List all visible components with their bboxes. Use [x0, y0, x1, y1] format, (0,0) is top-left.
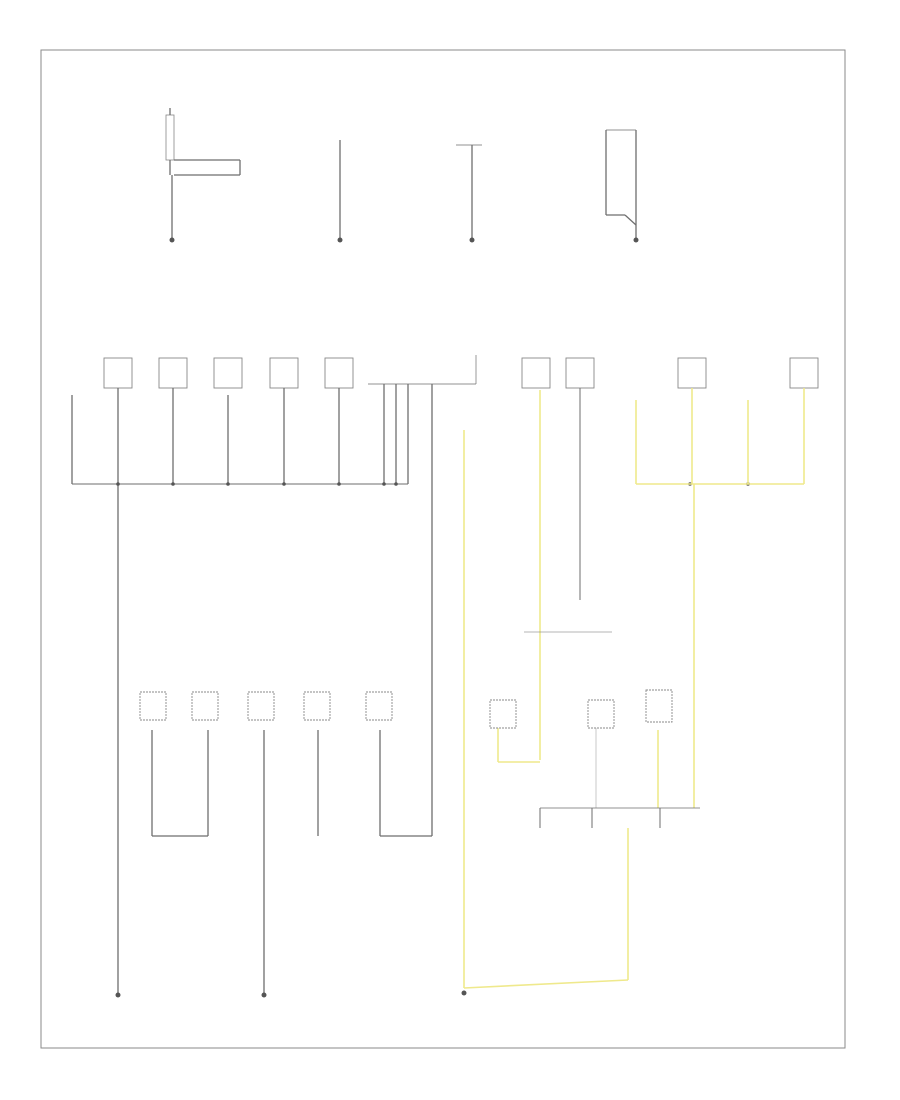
- component-box: [247, 691, 275, 721]
- component-box: [587, 699, 615, 729]
- component-box: [565, 357, 595, 389]
- bottom-ground-symbols: [115, 990, 467, 998]
- top-section: [165, 108, 637, 240]
- ground-symbol: [115, 992, 121, 998]
- component-box: [789, 357, 819, 389]
- ground-symbol: [261, 992, 267, 998]
- junction-dot: [382, 482, 386, 486]
- component-box: [303, 691, 331, 721]
- top-ground-symbols: [169, 237, 639, 243]
- junction-dot: [171, 482, 175, 486]
- junction-dot: [337, 482, 341, 486]
- junction-dot: [116, 482, 120, 486]
- junction-dot: [282, 482, 286, 486]
- component-box: [677, 357, 707, 389]
- component-box: [103, 357, 133, 389]
- mid-component-boxes: [103, 357, 819, 389]
- component-box: [365, 691, 393, 721]
- junction-dot: [394, 482, 398, 486]
- transaxle-component: [456, 144, 482, 240]
- lower-black-wires: [151, 730, 432, 995]
- ground-symbol: [337, 237, 343, 243]
- component-box: [489, 699, 517, 729]
- battery-component: [165, 108, 241, 240]
- black-wires: [71, 355, 477, 995]
- component-box: [158, 357, 188, 389]
- ground-symbol: [461, 990, 467, 996]
- control-unit-component: [605, 129, 637, 240]
- ground-symbol: [469, 237, 475, 243]
- junction-dot: [226, 482, 230, 486]
- component-box: [324, 357, 354, 389]
- component-box: [213, 357, 243, 389]
- right-black-wires: [524, 388, 700, 828]
- component-box: [645, 689, 673, 723]
- ground-symbol: [169, 237, 175, 243]
- diagram-border: [40, 49, 846, 1049]
- component-box: [269, 357, 299, 389]
- component-box: [139, 691, 167, 721]
- lower-component-boxes: [139, 689, 673, 729]
- ground-symbol: [633, 237, 639, 243]
- yellow-wires: [463, 388, 805, 989]
- component-box: [191, 691, 219, 721]
- component-box: [521, 357, 551, 389]
